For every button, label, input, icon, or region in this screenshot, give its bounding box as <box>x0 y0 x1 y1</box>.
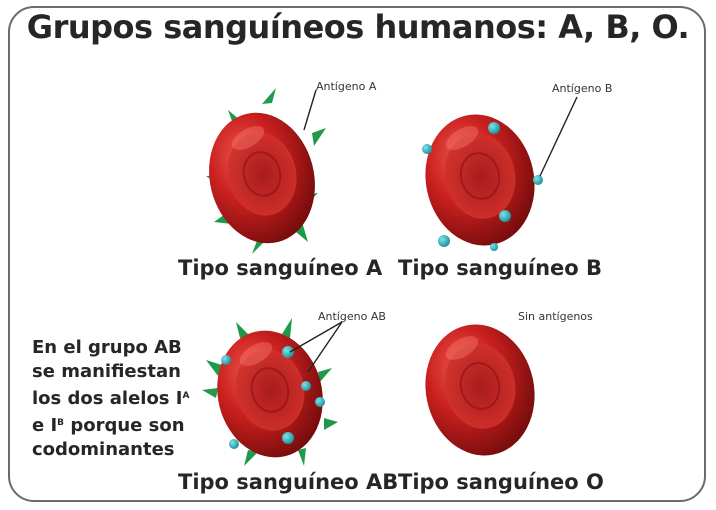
note-line-2: se manifiestan <box>32 360 189 384</box>
note-line-4: e IB porque son <box>32 411 189 438</box>
cell-b <box>413 97 577 256</box>
label-type-b: Tipo sanguíneo B <box>398 256 602 280</box>
annotation-antigen-b: Antígeno B <box>552 82 612 95</box>
cell-a <box>196 88 329 255</box>
label-type-ab: Tipo sanguíneo AB <box>178 470 398 494</box>
codominance-note: En el grupo AB se manifiestan los dos al… <box>32 336 189 462</box>
cell-o <box>413 314 546 466</box>
note-line-3: los dos alelos IA <box>32 384 189 411</box>
annotation-antigen-a: Antígeno A <box>316 80 376 93</box>
note-line-5: codominantes <box>32 438 189 462</box>
label-type-a: Tipo sanguíneo A <box>178 256 382 280</box>
cell-ab <box>202 318 342 469</box>
label-type-o: Tipo sanguíneo O <box>398 470 604 494</box>
note-line-1: En el grupo AB <box>32 336 189 360</box>
annotation-antigen-ab: Antígeno AB <box>318 310 386 323</box>
annotation-no-antigen: Sin antígenos <box>518 310 593 323</box>
